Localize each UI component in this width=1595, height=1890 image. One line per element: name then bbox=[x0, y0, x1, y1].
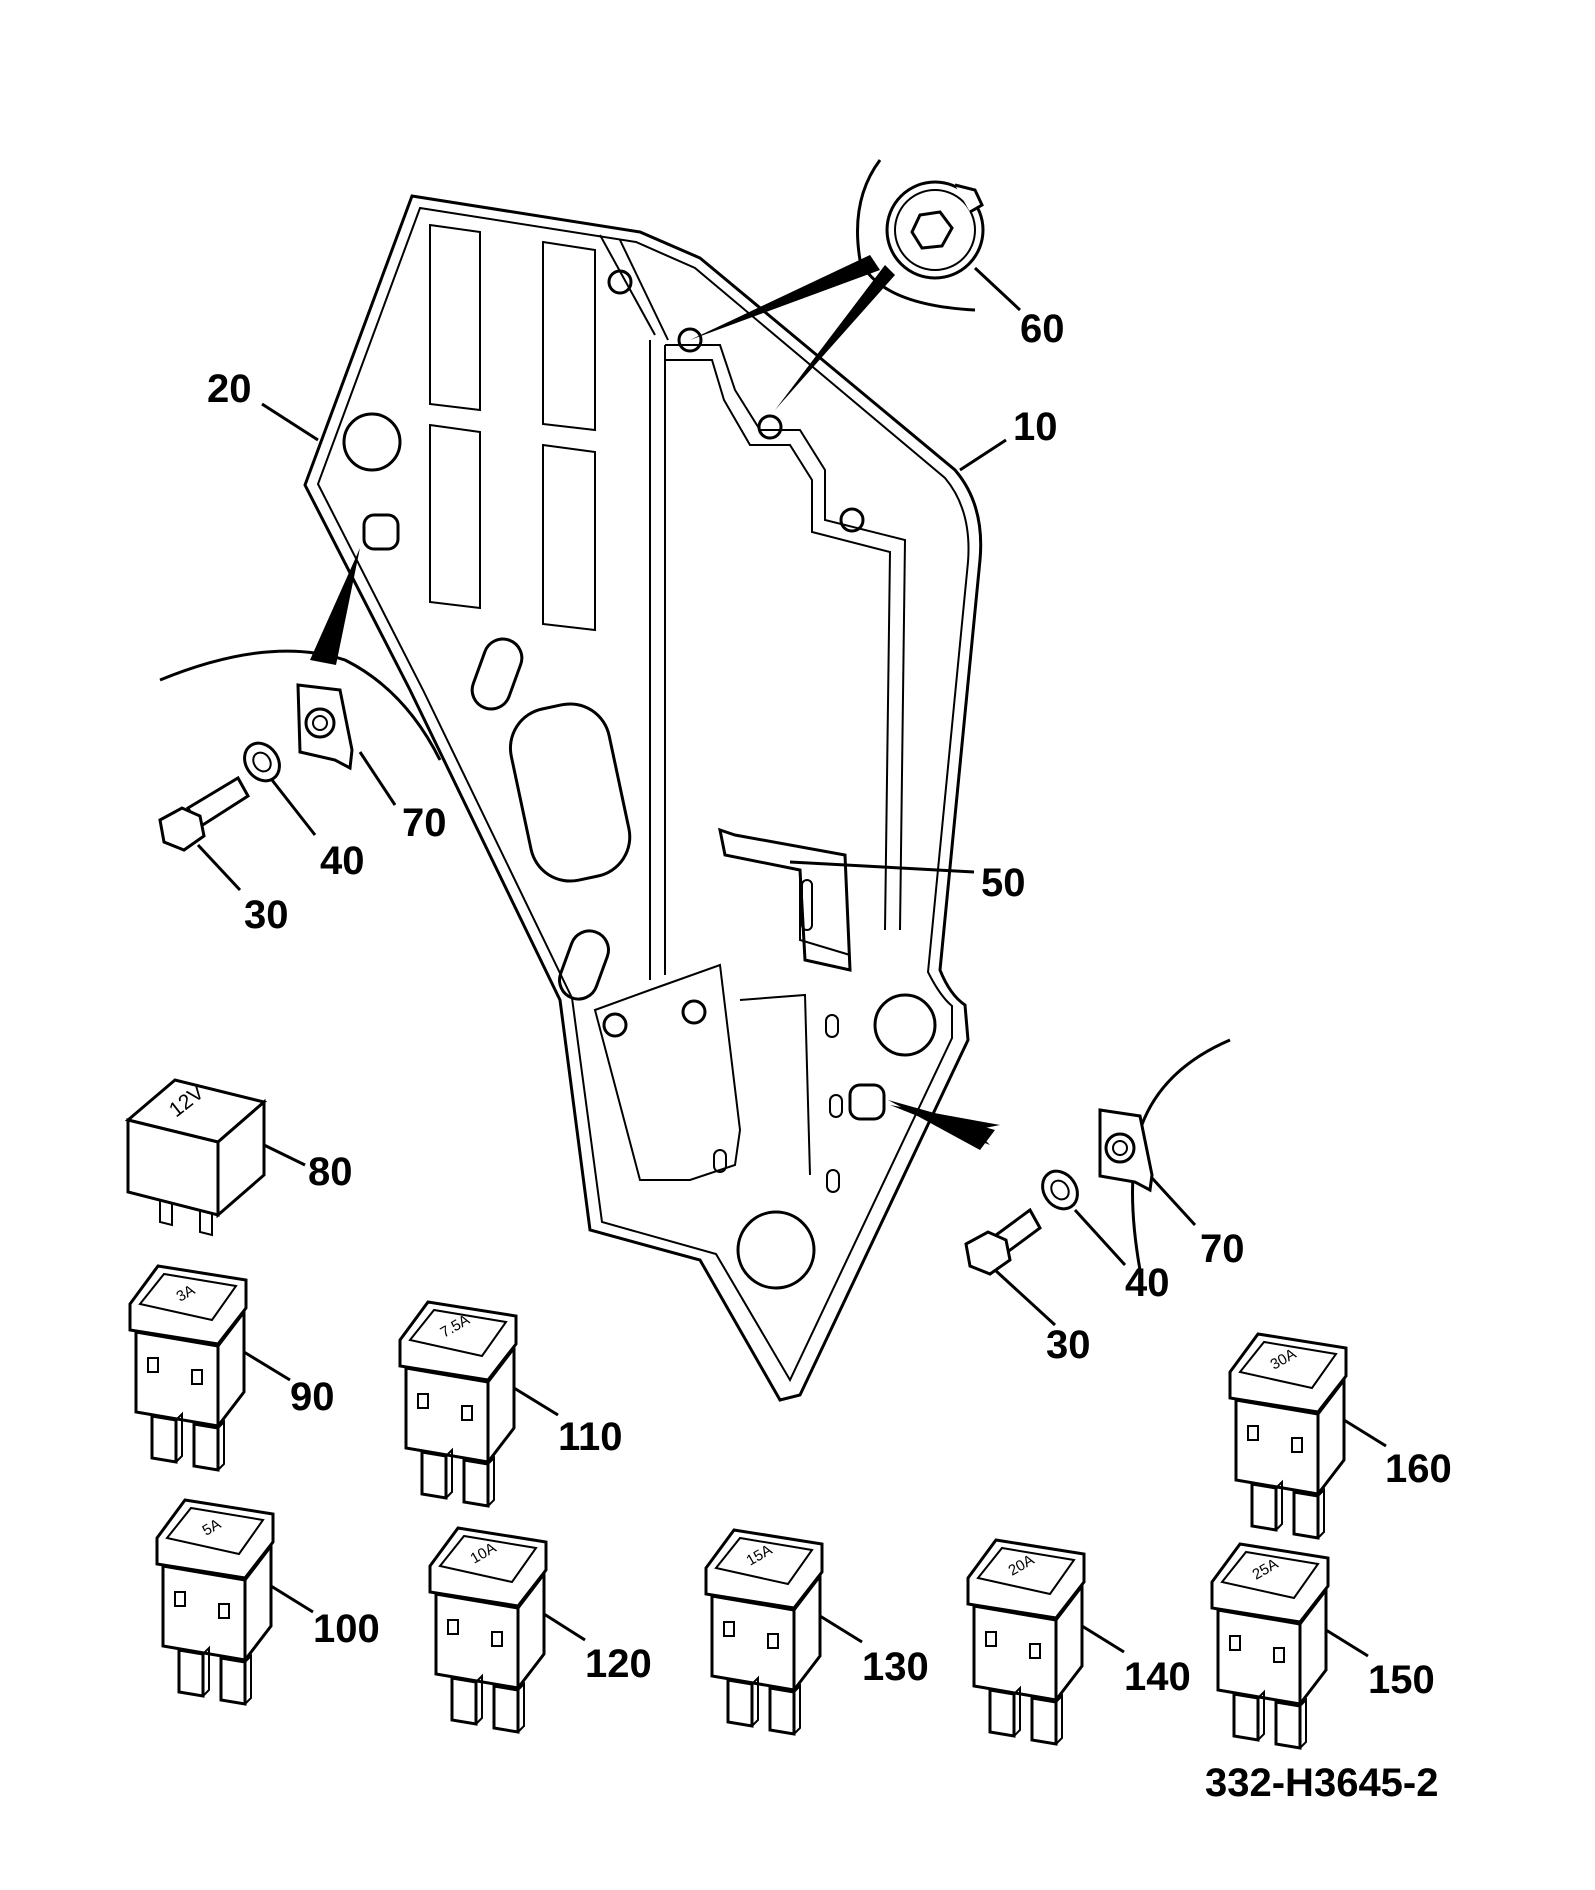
leader-line bbox=[789, 860, 975, 874]
callout-140: 140 bbox=[1124, 1655, 1191, 1699]
leader-line bbox=[261, 402, 319, 442]
callout-130: 130 bbox=[862, 1645, 929, 1689]
callout-30: 30 bbox=[244, 893, 289, 937]
fuse-10a: 10A bbox=[428, 1526, 586, 1734]
leader-line bbox=[959, 438, 1007, 472]
callout-120: 120 bbox=[585, 1642, 652, 1686]
callout-70: 70 bbox=[402, 801, 447, 845]
fuse-5a: 5A bbox=[155, 1498, 314, 1706]
left-fixing-detail bbox=[158, 548, 442, 892]
fuse-board-panel bbox=[303, 194, 983, 1402]
fuse-20a: 20A bbox=[966, 1538, 1125, 1746]
relay-12v: 12V bbox=[124, 1078, 306, 1237]
callout-40: 40 bbox=[1125, 1261, 1170, 1305]
callout-50: 50 bbox=[981, 861, 1026, 905]
callout-110: 110 bbox=[558, 1415, 623, 1459]
callout-60: 60 bbox=[1020, 307, 1065, 351]
callout-160: 160 bbox=[1385, 1447, 1452, 1491]
callout-90: 90 bbox=[290, 1375, 335, 1419]
callout-100: 100 bbox=[313, 1607, 380, 1651]
fuse-3a: 3A bbox=[128, 1264, 291, 1472]
fuse-25a: 25A bbox=[1210, 1542, 1369, 1750]
fuse-rating-label: 5A bbox=[200, 1516, 224, 1540]
callout-70: 70 bbox=[1200, 1227, 1245, 1271]
callout-30: 30 bbox=[1046, 1323, 1091, 1367]
fuse-rating-label: 3A bbox=[174, 1282, 198, 1306]
fuse-30a: 30A bbox=[1228, 1332, 1387, 1540]
fuse-7-5a: 7.5A bbox=[398, 1300, 559, 1508]
callout-80: 80 bbox=[308, 1150, 353, 1194]
drawing-reference: 332-H3645-2 bbox=[1205, 1761, 1439, 1805]
callout-40: 40 bbox=[320, 839, 365, 883]
callout-150: 150 bbox=[1368, 1658, 1435, 1702]
relay-socket bbox=[429, 223, 596, 632]
mounting-bracket bbox=[718, 827, 852, 972]
right-fixing-detail bbox=[888, 1038, 1231, 1327]
callout-10: 10 bbox=[1013, 405, 1058, 449]
screw-detail bbox=[690, 159, 1022, 410]
fuse-15a: 15A bbox=[704, 1528, 863, 1736]
callout-20: 20 bbox=[207, 367, 252, 411]
